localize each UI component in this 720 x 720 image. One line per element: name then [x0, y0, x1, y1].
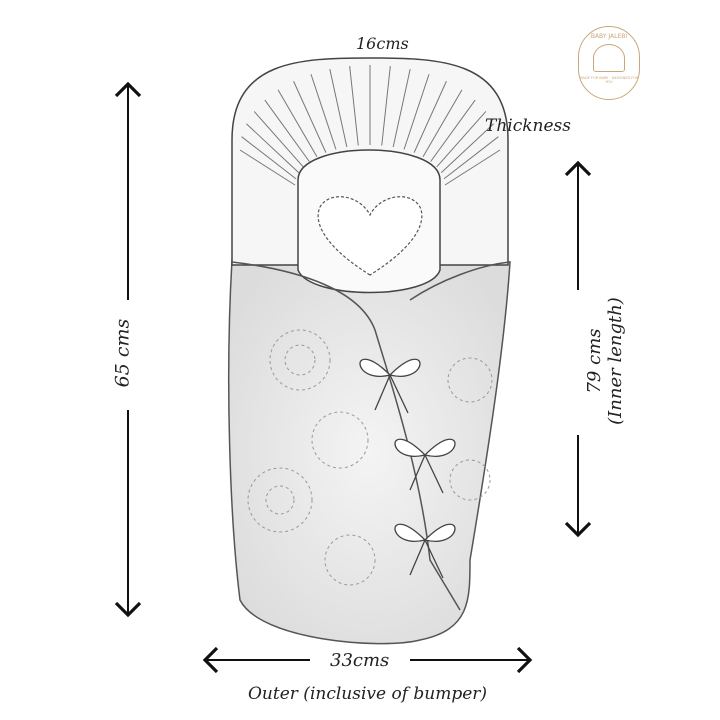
hood-pleat — [430, 99, 476, 162]
hood-pleat — [310, 74, 337, 150]
brand-logo: BABY JALEBI MADE FOR BABY · DESIGNED FOR… — [578, 26, 640, 100]
inner-length-label: 79 cms (Inner length) — [584, 276, 626, 446]
ribbon-bow — [394, 523, 456, 579]
hood-pleat — [413, 81, 447, 153]
hood-pleat — [440, 123, 494, 174]
hood-pleat — [264, 99, 310, 162]
hood-thickness-label: 16cms — [356, 34, 409, 53]
hood-pleat — [422, 89, 463, 157]
hood-pleat — [253, 111, 304, 168]
hood-pleat — [444, 149, 501, 186]
hood-pleat — [277, 89, 318, 157]
thickness-label: Thickness — [485, 116, 572, 136]
width-note-label: Outer (inclusive of bumper) — [248, 684, 488, 704]
hood-pleat — [329, 69, 348, 148]
hood-pleat — [293, 81, 327, 153]
hood-pleat — [246, 123, 300, 174]
inner-length-note: (Inner length) — [605, 297, 626, 425]
inner-length-value: 79 cms — [584, 328, 605, 394]
elephant-emblem-icon — [593, 44, 625, 72]
hood-pleat — [392, 69, 411, 148]
ribbon-bow — [359, 358, 421, 414]
swaddle-body — [227, 259, 511, 645]
ribbon-bow — [394, 438, 456, 494]
hood-pleat — [239, 149, 296, 186]
hood-pleat — [241, 136, 297, 180]
heart-icon — [317, 196, 423, 276]
wrap-flap-edge — [231, 261, 461, 611]
hood-pleat — [403, 74, 430, 150]
hood-pleat — [381, 65, 391, 146]
outer-height-label: 65 cms — [111, 318, 134, 388]
hood-pleat — [443, 136, 499, 180]
hood-pleat — [436, 111, 487, 168]
width-label: 33cms — [330, 650, 390, 671]
hood-pleat — [349, 65, 359, 146]
